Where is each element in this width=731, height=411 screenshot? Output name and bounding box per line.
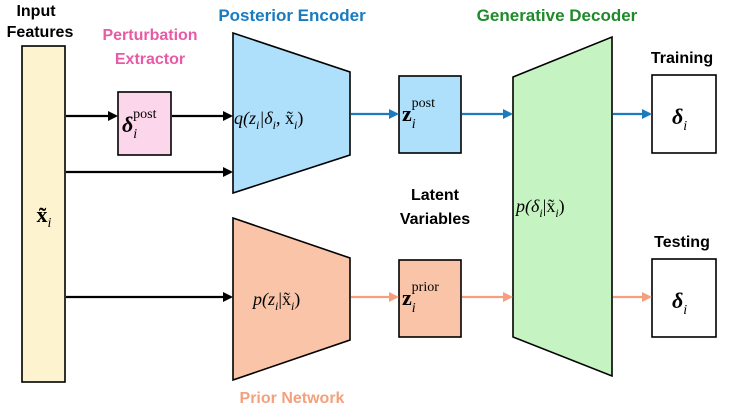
prior-network-block [232,216,351,382]
training-label: Training [651,50,713,67]
latent-variables-label-line1: Latent [411,187,460,204]
z-post-symbol: zipost [402,96,435,132]
training-output-block [651,74,717,154]
z-prior-symbol: ziprior [402,280,439,316]
testing-output-symbol: δi [672,288,687,318]
latent-variables-label-line2: Variables [400,211,470,228]
posterior-encoder-label: Posterior Encoder [218,6,366,25]
testing-label: Testing [654,234,710,251]
training-output-symbol: δi [672,104,687,134]
latent-z-prior-block [398,259,462,338]
perturbation-extractor-block [117,91,172,156]
latent-z-post-block [398,75,462,154]
generative-decoder-block [512,35,613,378]
generative-decoder-label: Generative Decoder [477,6,638,25]
prior-network-expression: p(zi|x̃i) [251,289,300,313]
input-features-label-line1: Input [16,3,56,20]
input-features-block [21,45,66,383]
perturbation-extractor-label-line1: Perturbation [102,27,197,44]
perturbation-extractor-label-line2: Extractor [115,51,185,68]
prior-network-label: Prior Network [240,390,345,407]
testing-output-block [651,258,717,338]
generative-decoder-expression: p(δi|x̃i) [514,196,565,220]
posterior-encoder-expression: q(zi|δi, x̃i) [234,108,303,132]
posterior-encoder-block [232,31,351,195]
input-features-symbol: x̃i [37,202,52,231]
delta-post-symbol: δipost [122,107,157,142]
input-features-label-line2: Features [7,24,74,41]
